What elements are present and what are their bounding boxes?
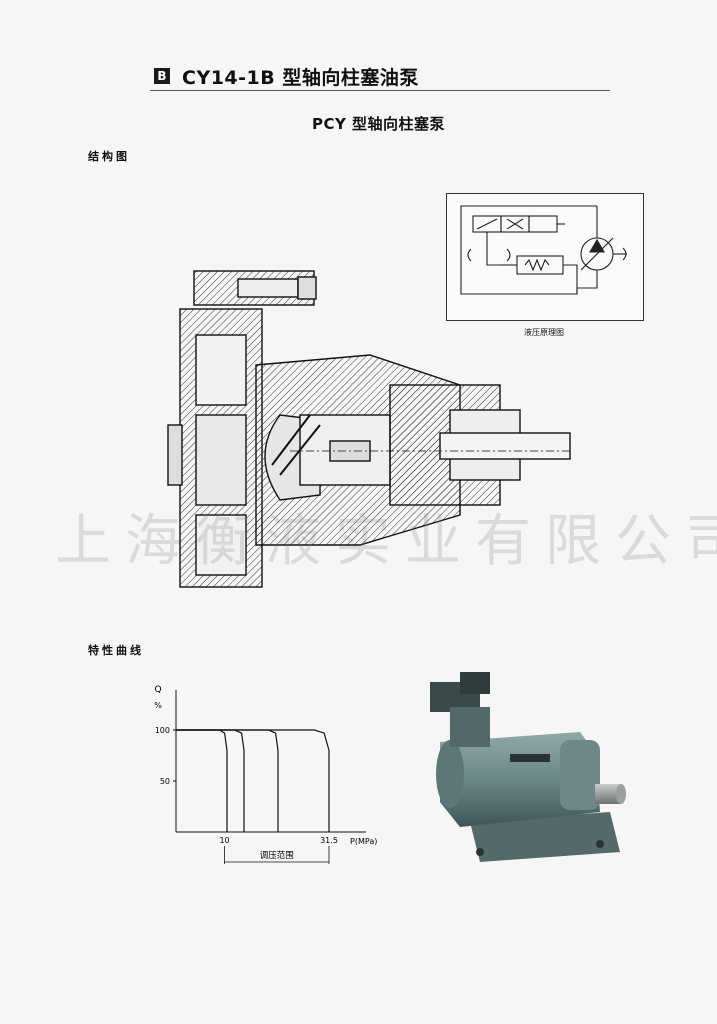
pump-cross-section — [160, 265, 590, 595]
characteristic-chart: Q % P(MPa) 调压范围 50 100 10 31.5 — [140, 680, 400, 890]
y-axis-label: Q — [154, 685, 161, 695]
curve-line — [176, 729, 228, 832]
page-header: B CY14-1B 型轴向柱塞油泵 — [150, 62, 610, 92]
schematic-caption: 液压原理图 — [524, 328, 564, 337]
y-axis-unit: % — [154, 701, 162, 710]
hydraulic-schematic — [446, 193, 644, 321]
pressure-range-label: 调压范围 — [260, 850, 294, 861]
pump-product-photo — [410, 662, 630, 872]
section-badge: B — [154, 68, 170, 84]
product-subtitle: PCY 型轴向柱塞泵 — [311, 115, 446, 133]
characteristic-chart-svg: Q % P(MPa) 调压范围 50 100 10 31.5 — [154, 685, 377, 864]
page-title: CY14-1B 型轴向柱塞油泵 — [182, 67, 419, 89]
x-tick-label: 10 — [219, 836, 229, 845]
header-rule — [150, 90, 610, 91]
y-tick-label: 100 — [155, 726, 170, 735]
x-axis-label: P(MPa) — [350, 837, 377, 846]
curve-line — [176, 729, 245, 832]
hydraulic-schematic-drawing — [460, 205, 627, 295]
characteristic-section-label: 特性曲线 — [88, 644, 144, 657]
cross-section-drawing — [167, 270, 571, 588]
x-tick-label: 31.5 — [320, 836, 338, 845]
curve-line — [176, 729, 330, 832]
structure-section-label: 结构图 — [88, 150, 130, 163]
y-tick-label: 50 — [160, 777, 170, 786]
pump-photo-illustration — [430, 672, 626, 862]
